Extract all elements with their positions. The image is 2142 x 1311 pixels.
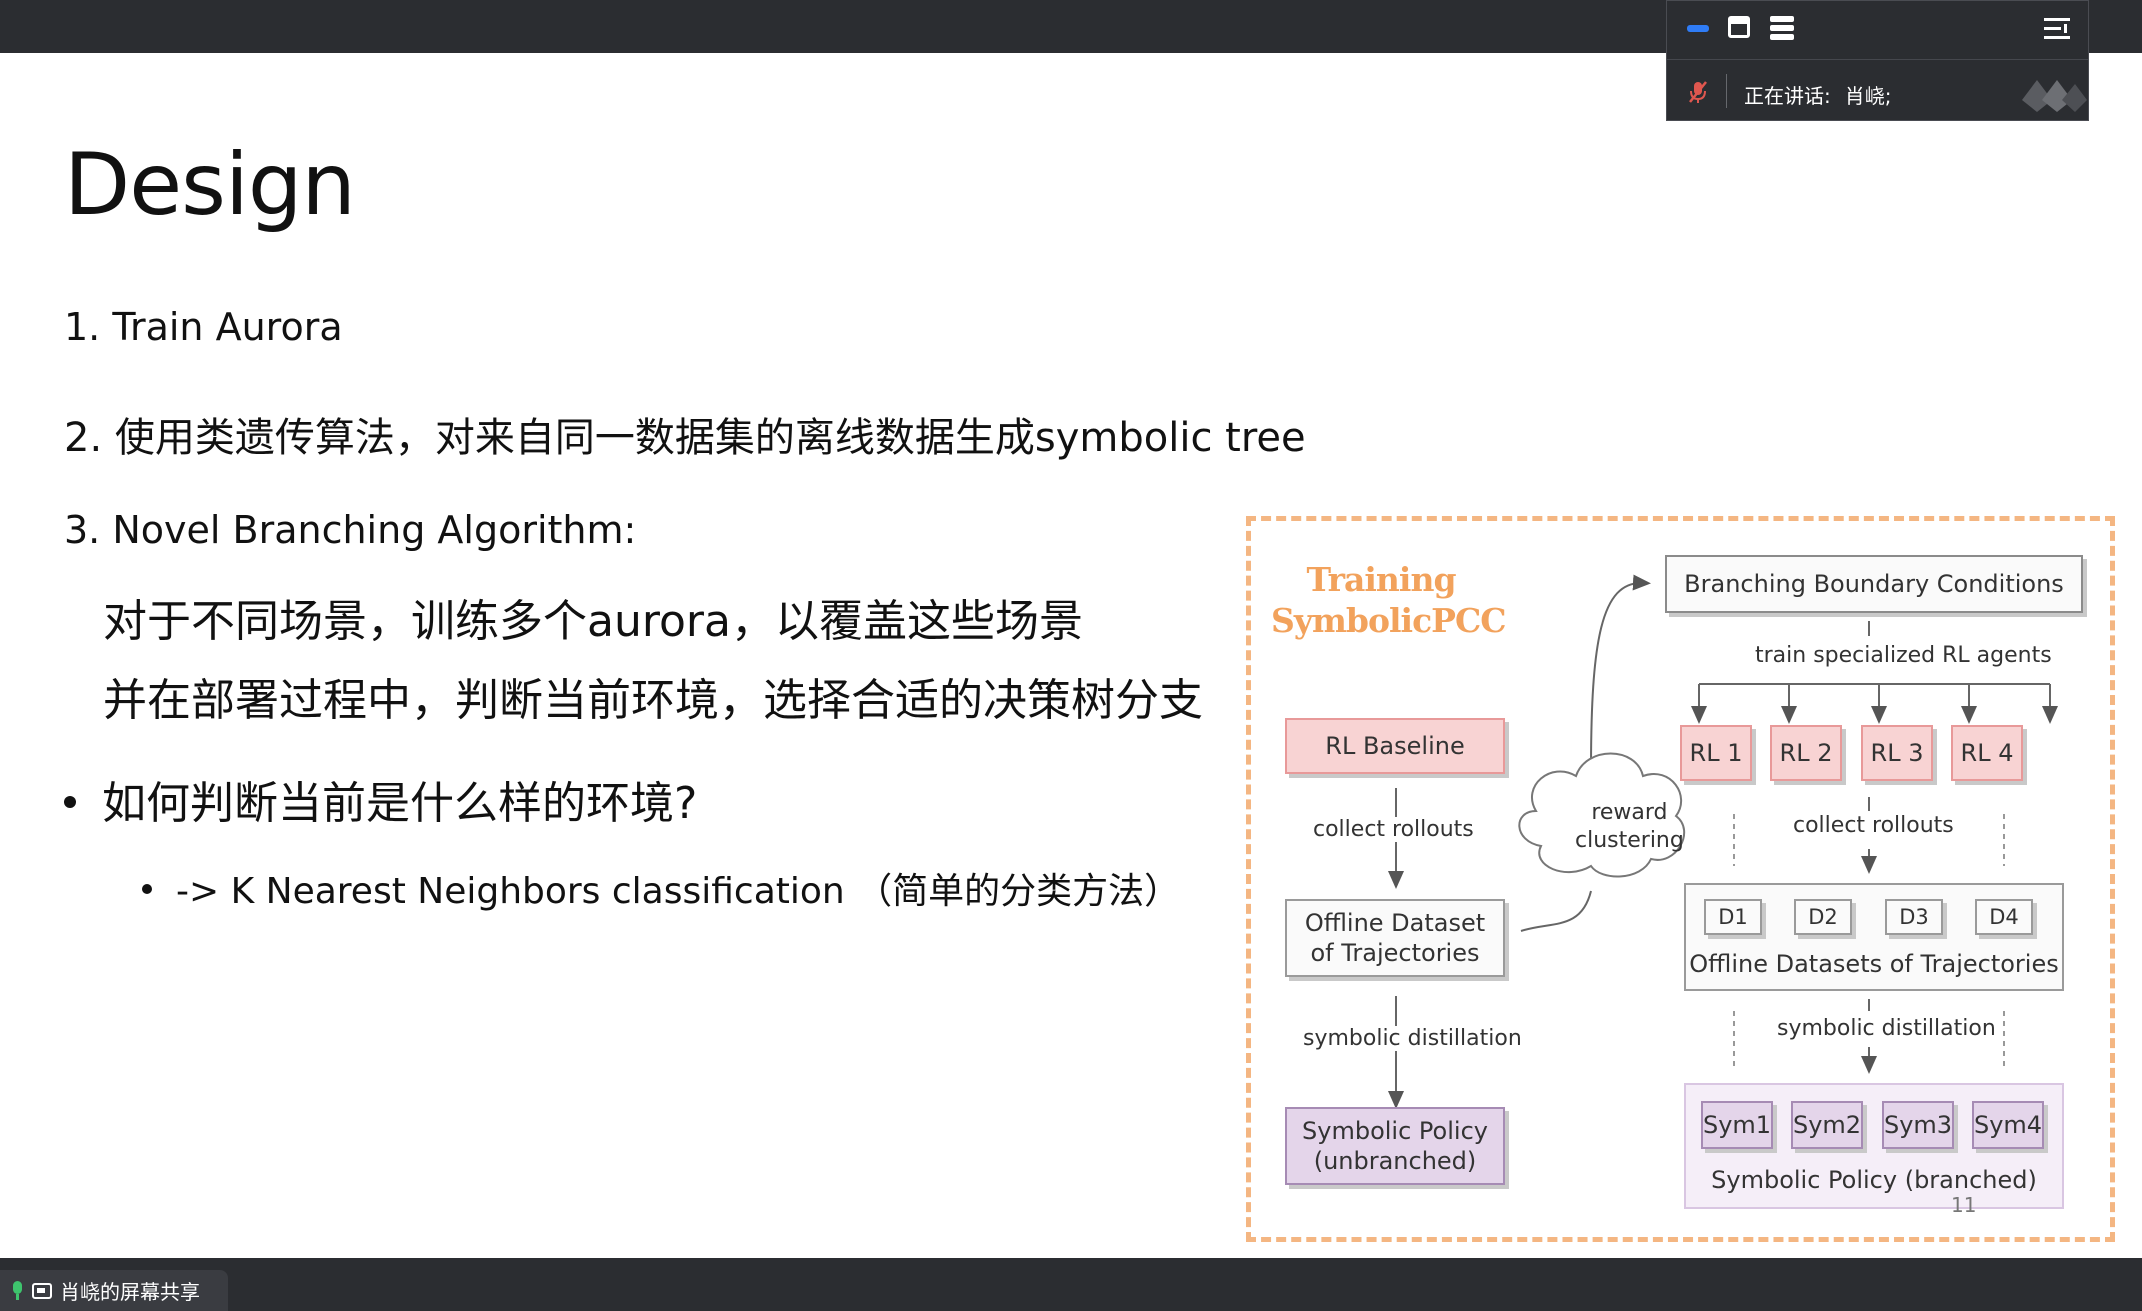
collect-rollouts-right-label: collect rollouts — [1789, 813, 1958, 838]
offline-dataset-box: Offline Dataset of Trajectories — [1285, 899, 1505, 977]
window-icon[interactable] — [1728, 16, 1750, 38]
bullet-1-text: 如何判断当前是什么样的环境? — [102, 778, 698, 829]
rl-baseline-box: RL Baseline — [1285, 718, 1505, 774]
dataset-box: D3 — [1885, 899, 1943, 935]
offline-dataset-line-2: of Trajectories — [1310, 939, 1480, 967]
rl-agent-box: RL 3 — [1861, 725, 1933, 781]
sym-box: Sym1 — [1701, 1101, 1773, 1149]
list-item-3-line-2: 并在部署过程中，判断当前环境，选择合适的决策树分支 — [103, 675, 1203, 726]
mic-active-icon — [10, 1280, 24, 1301]
screen-share-label: 肖峣的屏幕共享 — [60, 1280, 200, 1304]
diagram-title: Training SymbolicPCC — [1271, 559, 1507, 641]
minimize-icon[interactable] — [1687, 25, 1709, 32]
symbolic-distillation-right-label: symbolic distillation — [1773, 1016, 2000, 1041]
dataset-box: D1 — [1704, 899, 1762, 935]
symbolic-distillation-left-label: symbolic distillation — [1299, 1026, 1526, 1051]
sym-box: Sym2 — [1791, 1101, 1863, 1149]
mic-muted-icon[interactable] — [1687, 80, 1709, 104]
speaker-name: 肖峣; — [1844, 84, 1892, 108]
sym-box: Sym3 — [1882, 1101, 1954, 1149]
symbolicpcc-diagram: Training SymbolicPCC RL Baseline collect… — [1246, 516, 2115, 1242]
screen-share-tab[interactable]: 肖峣的屏幕共享 — [0, 1270, 228, 1311]
page-number: 11 — [1951, 1193, 1977, 1217]
screen-share-icon — [32, 1282, 52, 1299]
decorative-pattern-icon — [2022, 80, 2087, 112]
meeting-toolbar — [1667, 1, 2088, 60]
slide-title: Design — [64, 135, 356, 235]
diagram-connectors — [1388, 574, 2058, 1109]
bottom-bar — [0, 1258, 2142, 1311]
bullet-2-text: -> K Nearest Neighbors classification （简… — [176, 871, 1181, 912]
divider — [1726, 74, 1727, 108]
branching-boundary-box: Branching Boundary Conditions — [1665, 555, 2083, 613]
bullet-1: 如何判断当前是什么样的环境? — [64, 767, 697, 831]
list-item-2: 2. 使用类遗传算法，对来自同一数据集的离线数据生成symbolic tree — [64, 415, 1306, 461]
reward-line-2: clustering — [1575, 828, 1684, 853]
list-item-3-line-1: 对于不同场景，训练多个aurora，以覆盖这些场景 — [103, 596, 1083, 647]
reward-line-1: reward — [1591, 800, 1668, 825]
list-view-icon[interactable] — [1770, 16, 1794, 40]
train-specialized-label: train specialized RL agents — [1751, 643, 2056, 668]
bullet-dot-icon — [142, 884, 152, 894]
rl-agent-box: RL 1 — [1680, 725, 1752, 781]
bullet-2: -> K Nearest Neighbors classification （简… — [142, 862, 1180, 914]
speaking-label: 正在讲话: — [1744, 84, 1831, 108]
diagram-title-line-1: Training — [1306, 560, 1456, 599]
reward-clustering-label: reward clustering — [1571, 799, 1688, 855]
symbolic-policy-line-1: Symbolic Policy — [1302, 1117, 1488, 1145]
dataset-box: D4 — [1975, 899, 2033, 935]
offline-dataset-line-1: Offline Dataset — [1304, 909, 1486, 937]
menu-collapse-icon[interactable] — [2044, 18, 2070, 40]
symbolic-policy-line-2: (unbranched) — [1313, 1147, 1477, 1175]
collect-rollouts-left-label: collect rollouts — [1309, 817, 1478, 842]
speaking-indicator: 正在讲话: 肖峣; — [1667, 60, 2088, 122]
dataset-box: D2 — [1794, 899, 1852, 935]
list-item-3: 3. Novel Branching Algorithm: — [64, 508, 637, 552]
meeting-control-panel: 正在讲话: 肖峣; — [1666, 0, 2089, 121]
speaking-text: 正在讲话: 肖峣; — [1744, 80, 1892, 109]
bullet-dot-icon — [64, 796, 76, 808]
sym-box: Sym4 — [1972, 1101, 2044, 1149]
rl-agent-box: RL 4 — [1951, 725, 2023, 781]
symbolic-policy-unbranched-box: Symbolic Policy (unbranched) — [1285, 1107, 1505, 1185]
diagram-title-line-2: SymbolicPCC — [1271, 601, 1507, 640]
list-item-1: 1. Train Aurora — [64, 305, 343, 349]
rl-agent-box: RL 2 — [1770, 725, 1842, 781]
reward-cloud-shape — [1518, 752, 1686, 878]
